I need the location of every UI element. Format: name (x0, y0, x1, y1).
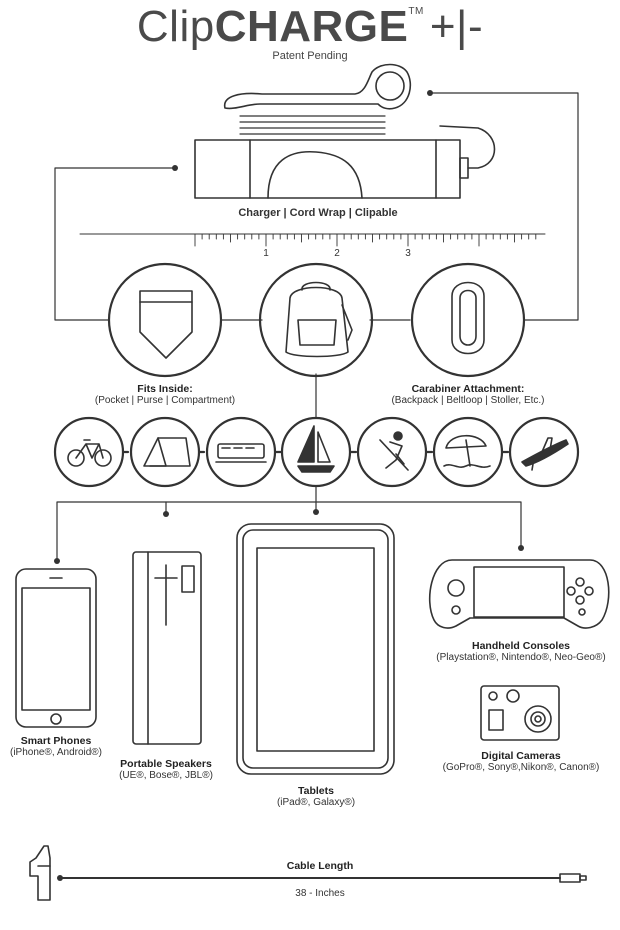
trademark-mark: TM (408, 6, 424, 17)
cameras-detail: (GoPro®, Sony®,Nikon®, Canon®) (442, 762, 600, 773)
brand-title: ClipCHARGETM +|- (0, 2, 620, 52)
carabiner-detail: (Backpack | Beltloop | Stoller, Etc.) (391, 395, 545, 406)
consoles-detail: (Playstation®, Nintendo®, Neo-Geo®) (436, 652, 606, 663)
fits-inside-detail: (Pocket | Purse | Compartment) (94, 395, 236, 406)
backpack-icon (285, 281, 353, 358)
speakers-title: Portable Speakers (120, 758, 212, 770)
carabiner-title: Carabiner Attachment: (411, 383, 525, 395)
phones-title: Smart Phones (20, 735, 92, 747)
activity-row (53, 416, 580, 488)
bicycle-icon (67, 439, 112, 467)
handheld-console-illustration (428, 559, 610, 629)
ruler-tick-1: 1 (263, 248, 269, 259)
tablets-title: Tablets (298, 785, 334, 797)
carabiner-icon (451, 281, 485, 355)
cable-illustration (29, 845, 587, 901)
ruler-tick-3: 3 (405, 248, 411, 259)
tablets-detail: (iPad®, Galaxy®) (276, 797, 356, 808)
sailboat-icon (297, 425, 335, 473)
fits-inside-label: Fits Inside: (Pocket | Purse | Compartme… (95, 383, 235, 406)
tablet-illustration (236, 523, 395, 775)
cable-length: 38 - Inches (295, 888, 345, 899)
product-caption: Charger | Cord Wrap | Clipable (238, 207, 398, 219)
consoles-label: Handheld Consoles (Playstation®, Nintend… (436, 640, 605, 663)
cable-label: Cable Length (287, 860, 354, 872)
brand-bold: CHARGE (214, 2, 409, 51)
digital-camera-illustration (480, 685, 560, 741)
speakers-label: Portable Speakers (UE®, Bose®, JBL®) (119, 758, 213, 781)
mode-circles (107, 262, 526, 378)
phones-detail: (iPhone®, Android®) (9, 747, 103, 758)
speakers-detail: (UE®, Bose®, JBL®) (119, 770, 213, 781)
airplane-icon (521, 437, 569, 471)
portable-speaker-illustration (132, 551, 202, 745)
tent-icon (143, 437, 191, 467)
consoles-title: Handheld Consoles (471, 640, 570, 652)
brand-suffix: +|- (429, 2, 484, 51)
phones-label: Smart Phones (iPhone®, Android®) (10, 735, 102, 758)
cameras-title: Digital Cameras (481, 750, 561, 762)
carabiner-label: Carabiner Attachment: (Backpack | Beltlo… (391, 383, 544, 406)
pocket-icon (139, 290, 193, 359)
smart-phone-illustration (15, 568, 97, 728)
cameras-label: Digital Cameras (GoPro®, Sony®,Nikon®, C… (443, 750, 600, 773)
clipcharge-product-illustration (194, 63, 496, 199)
train-icon (215, 443, 267, 463)
skier-icon (379, 431, 409, 471)
tablets-label: Tablets (iPad®, Galaxy®) (277, 785, 355, 808)
cable-title: Cable Length (286, 860, 354, 872)
brand-light: Clip (136, 2, 215, 51)
patent-pending: Patent Pending (272, 50, 348, 62)
ruler-tick-2: 2 (334, 248, 340, 259)
beach-umbrella-icon (443, 434, 491, 468)
ruler (79, 233, 546, 247)
fits-inside-title: Fits Inside: (137, 383, 193, 395)
connector-lines (54, 90, 579, 564)
